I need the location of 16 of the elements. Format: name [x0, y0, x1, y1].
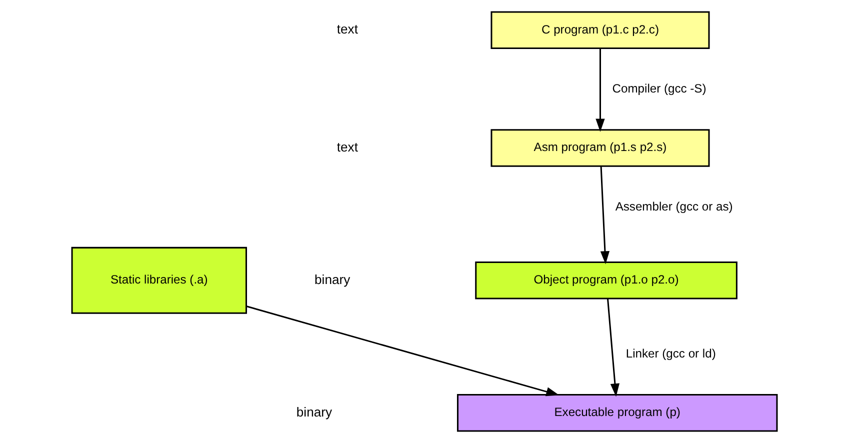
arrow	[246, 306, 559, 396]
node-box: C program (p1.c p2.c)	[490, 11, 710, 50]
arrow	[606, 298, 620, 397]
node-box: Object program (p1.o p2.o)	[474, 262, 737, 300]
label: text	[336, 139, 358, 154]
node-box: Static libraries (.a)	[70, 246, 246, 314]
node-box: Asm program (p1.s p2.s)	[490, 129, 710, 167]
edge-label: Assembler (gcc or as)	[614, 200, 732, 214]
label: binary	[296, 404, 332, 420]
edge-label: Linker (gcc or ld)	[625, 346, 716, 361]
arrow	[600, 166, 610, 264]
edge-label: Compiler (gcc -S)	[612, 82, 706, 96]
label: binary	[314, 272, 350, 287]
label: text	[336, 22, 358, 37]
node-box: Executable program (p)	[456, 394, 778, 432]
arrow	[595, 48, 604, 132]
